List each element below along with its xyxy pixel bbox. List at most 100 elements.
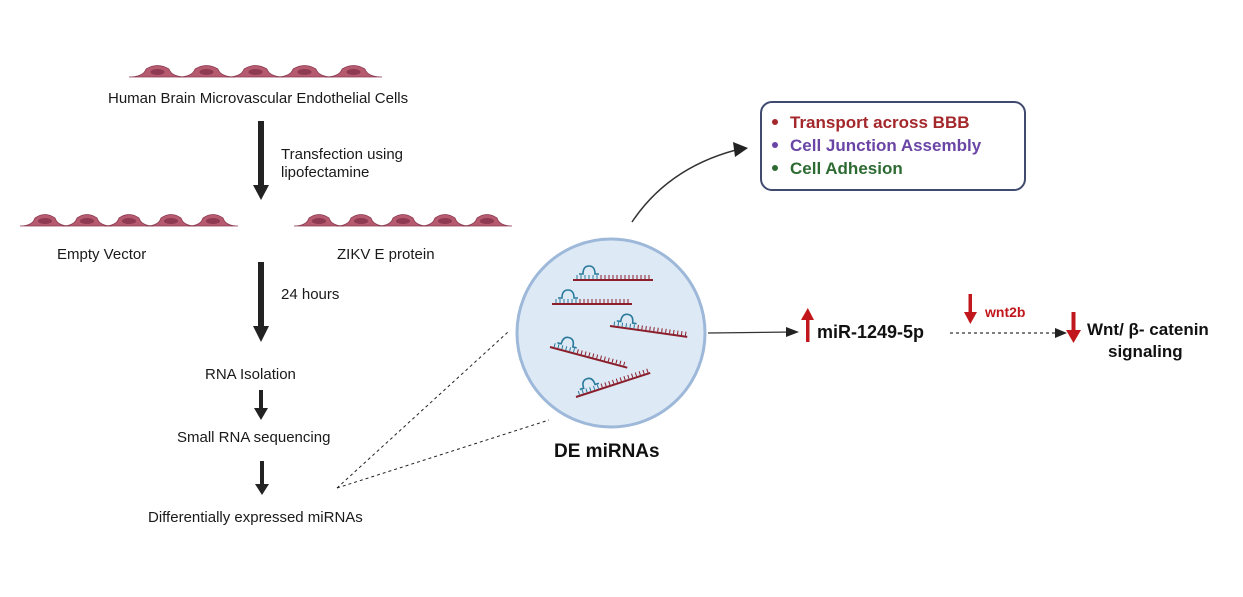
rna-base [661,328,663,333]
rna-base [625,323,628,328]
flow-arrow-sequencing [255,461,269,495]
rna-base [684,331,687,336]
rna-base [592,353,595,358]
rna-base [593,385,596,391]
rna-base [645,325,647,331]
rna-isolation-label: RNA Isolation [205,366,296,383]
de-mirnas-title: DE miRNAs [554,441,660,462]
cell-nucleus [206,218,220,224]
rna-base [615,359,618,364]
rna-base [649,326,651,331]
rna-base [673,329,675,334]
mirna-molecule [549,336,628,369]
rna-base [565,346,568,351]
cell-nucleus [354,218,368,224]
rna-base [676,330,679,335]
rna-base [665,328,667,333]
rna-base [588,352,591,357]
cell-nucleus [480,218,494,224]
rna-base [680,330,683,336]
rna-base [615,378,619,383]
rna-strand [609,325,688,338]
rna-strand [575,371,651,398]
rna-base [600,355,603,360]
rna-base [603,356,606,361]
de-mirnas-step-label: Differentially expressed miRNAs [148,509,363,526]
flow-arrow-24h [253,262,269,342]
rna-base [631,373,634,378]
mirna-strands [549,265,688,398]
rna-base [557,344,560,349]
cell-nucleus [312,218,326,224]
hbmec-label: Human Brain Microvascular Endothelial Ce… [108,90,409,107]
rna-base [585,388,588,393]
mirna-molecule [573,265,653,281]
curved-arrow-head [733,142,748,157]
cell-nucleus [150,69,165,75]
rna-base [621,322,624,327]
rna-base [600,383,603,388]
bullet-icon [772,141,778,148]
rna-base [612,379,615,384]
cell-nucleus [122,218,136,224]
rna-base [627,374,630,379]
transfection-label-line2: lipofectamine [281,164,370,181]
legend-item-junction: Cell Junction Assembly [772,136,981,156]
bullet-icon [772,118,778,125]
rna-base [637,324,639,329]
mirna-molecule [609,313,688,338]
hours-label: 24 hours [281,286,340,303]
rna-base [657,327,659,332]
legend-item-transport: Transport across BBB [772,113,970,133]
zoom-line-upper [336,331,509,489]
transfection-label-line1: Transfection using [281,146,404,163]
rna-base [561,345,564,350]
legend-item-adhesion: Cell Adhesion [772,159,903,179]
cell-nucleus [38,218,52,224]
rna-base [669,329,671,334]
wnt-label-line2: signaling [1108,342,1183,361]
rna-base [629,323,631,328]
rna-base [607,357,610,362]
rna-base [572,348,575,353]
rna-base [613,321,616,326]
rna-base [634,372,638,377]
dashed-arrow-to-wnt-head [1055,328,1067,338]
cell-nucleus [80,218,94,224]
rna-base [553,343,556,348]
rna-base [580,350,583,355]
cell-nucleus [248,69,263,75]
rna-hairpin-loop [557,336,577,349]
rna-base [576,349,579,354]
rna-base [611,358,614,363]
flow-arrow-transfection [253,121,269,200]
rna-strand [549,346,628,369]
mirna-circle [515,237,707,429]
wnt2b-label: wnt2b [985,304,1026,320]
bullet-icon [772,164,778,171]
rna-base [617,322,620,327]
cell-nucleus [164,218,178,224]
rna-base [581,389,584,394]
functions-legend: Transport across BBB Cell Junction Assem… [760,101,1026,191]
rna-hairpin-loop [579,377,600,391]
upregulated-arrow-icon [801,308,814,342]
rna-hairpin-loop [616,313,637,325]
rna-base [569,347,572,352]
mirna-molecule [552,289,632,305]
wnt-label-line1: Wnt/ β- catenin [1087,320,1209,339]
wnt2b-down-arrow-icon [964,294,977,324]
rna-base [653,327,655,332]
mirna-molecule [575,368,651,398]
arrow-to-mir1249 [707,331,793,334]
arrow-to-mir1249-head [786,327,799,337]
sequencing-label: Small RNA sequencing [177,429,331,446]
rna-base [596,354,599,359]
rna-base [623,361,626,366]
rna-hairpin-loop [579,265,599,275]
cell-nucleus [346,69,361,75]
flow-arrow-isolation [254,390,268,420]
rna-base [577,390,580,395]
zikv-label: ZIKV E protein [337,246,435,263]
